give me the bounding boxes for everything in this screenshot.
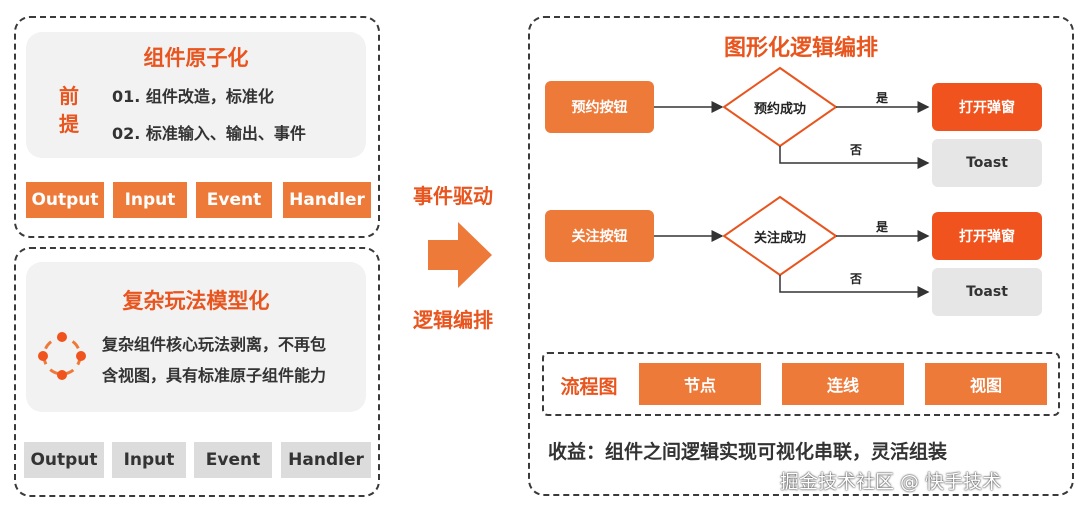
- action-open-popup-2: 打开弹窗: [932, 212, 1042, 260]
- action-open-popup-1: 打开弹窗: [932, 83, 1042, 131]
- atomic-info-box: [26, 32, 366, 158]
- edge-no-2: 否: [850, 272, 863, 286]
- orchestration-title: 图形化逻辑编排: [723, 36, 878, 61]
- atomic-title: 组件原子化: [143, 46, 249, 70]
- action-toast-2: Toast: [932, 268, 1042, 316]
- trigger-node-reserve: 预约按钮: [545, 81, 654, 133]
- model-info-box: [26, 262, 366, 412]
- node-cluster-icon: [36, 330, 88, 382]
- action-toast-1: Toast: [932, 139, 1042, 187]
- condition-follow-success: 关注成功: [753, 230, 806, 246]
- tag-event-gray: Event: [194, 442, 272, 478]
- tag-handler: Handler: [283, 182, 371, 218]
- model-desc-line-2: 含视图，具有标准原子组件能力: [102, 366, 327, 385]
- orchestration-panel: [528, 16, 1074, 496]
- event-driven-label: 事件驱动: [413, 184, 493, 208]
- model-title: 复杂玩法模型化: [122, 289, 270, 313]
- premise-char-2: 提: [59, 112, 79, 136]
- atomic-line-1: 01. 组件改造，标准化: [112, 87, 274, 106]
- flowchart-item-edge: 连线: [782, 363, 904, 405]
- tag-handler-gray: Handler: [281, 442, 371, 478]
- flowchart-item-node: 节点: [639, 363, 761, 405]
- right-arrow-icon: [428, 222, 492, 288]
- tag-event: Event: [196, 182, 272, 218]
- tag-output-gray: Output: [24, 442, 104, 478]
- tag-input: Input: [113, 182, 187, 218]
- model-panel: [14, 247, 380, 497]
- trigger-node-follow: 关注按钮: [545, 210, 654, 262]
- watermark: 掘金技术社区 @ 快手技术: [780, 471, 1002, 493]
- tag-output: Output: [26, 182, 104, 218]
- flowchart-item-view: 视图: [925, 363, 1047, 405]
- edge-no-1: 否: [850, 143, 863, 157]
- model-desc-line-1: 复杂组件核心玩法剥离，不再包: [102, 335, 327, 354]
- atomic-line-2: 02. 标准输入、输出、事件: [112, 124, 306, 143]
- tag-input-gray: Input: [112, 442, 186, 478]
- premise-char-1: 前: [59, 84, 79, 108]
- benefit-text: 收益：组件之间逻辑实现可视化串联，灵活组装: [548, 441, 948, 463]
- condition-reserve-success: 预约成功: [753, 101, 806, 117]
- atomic-panel: [14, 16, 380, 238]
- edge-yes-2: 是: [876, 220, 889, 234]
- flowchart-bar: [542, 352, 1060, 416]
- edge-yes-1: 是: [876, 91, 889, 105]
- logic-orchestration-label: 逻辑编排: [413, 308, 493, 332]
- flowchart-label: 流程图: [560, 376, 618, 398]
